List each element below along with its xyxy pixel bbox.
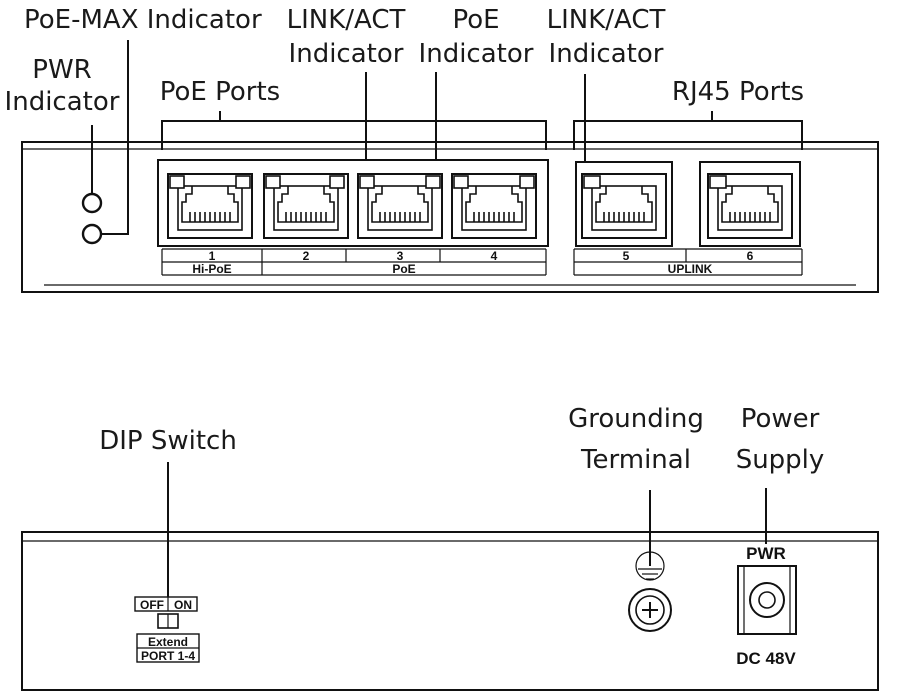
port-number-2: 2 <box>303 249 310 263</box>
link-act-indicator-1-line2: Indicator <box>289 39 404 69</box>
power-supply-label-line1: Power <box>741 404 820 434</box>
port-number-6: 6 <box>747 249 754 263</box>
port-label-row: 1 2 3 4 5 6 Hi-PoE PoE UPLINK <box>161 248 803 276</box>
grounding-label-line2: Terminal <box>580 445 691 475</box>
ground-screw[interactable] <box>628 588 672 632</box>
poe-indicator-line2: Indicator <box>419 39 534 69</box>
front-leader-lines <box>91 40 803 235</box>
pwr-indicator-label-1: PWR <box>32 55 91 85</box>
rj45-ports-block <box>575 161 801 247</box>
pwr-led <box>81 192 103 214</box>
dip-switch[interactable]: OFF ON Extend PORT 1-4 <box>134 462 200 663</box>
link-act-indicator-2-line2: Indicator <box>549 39 664 69</box>
pwr-indicator-label-2: Indicator <box>5 87 120 117</box>
poe-ports-block <box>157 159 549 247</box>
dip-switch-label: DIP Switch <box>99 426 237 456</box>
grounding-terminal <box>628 490 672 632</box>
uplink-group-label: UPLINK <box>668 262 713 276</box>
pwr-port-label: PWR <box>746 544 786 563</box>
ground-icon <box>635 551 665 581</box>
port-number-3: 3 <box>397 249 404 263</box>
power-supply-label-line2: Supply <box>736 445 825 475</box>
link-act-indicator-1-line1: LINK/ACT <box>287 5 406 35</box>
poe-ports-label: PoE Ports <box>160 77 280 107</box>
rj45-ports-label: RJ45 Ports <box>672 77 804 107</box>
link-act-indicator-2-line1: LINK/ACT <box>547 5 666 35</box>
poe-max-indicator-label: PoE-MAX Indicator <box>24 5 262 35</box>
front-callouts: PoE-MAX Indicator PWR Indicator PoE Port… <box>5 5 805 117</box>
hi-poe-group-label: Hi-PoE <box>192 262 231 276</box>
poe-max-led <box>81 223 103 245</box>
grounding-label-line1: Grounding <box>568 404 704 434</box>
rear-panel <box>21 531 879 691</box>
power-supply: PWR DC 48V <box>736 488 797 668</box>
dc-voltage-label: DC 48V <box>736 649 796 668</box>
dip-port-label: PORT 1-4 <box>141 649 195 663</box>
rear-callouts: DIP Switch Grounding Terminal Power Supp… <box>99 404 824 475</box>
port-number-5: 5 <box>623 249 630 263</box>
dip-on-label: ON <box>174 598 192 612</box>
front-panel <box>21 141 879 293</box>
dc-jack[interactable] <box>737 565 797 635</box>
dip-off-label: OFF <box>140 598 164 612</box>
poe-indicator-line1: PoE <box>452 5 499 35</box>
port-number-1: 1 <box>209 249 216 263</box>
port-number-4: 4 <box>491 249 498 263</box>
poe-group-label: PoE <box>392 262 415 276</box>
dip-extend-label: Extend <box>148 635 188 649</box>
